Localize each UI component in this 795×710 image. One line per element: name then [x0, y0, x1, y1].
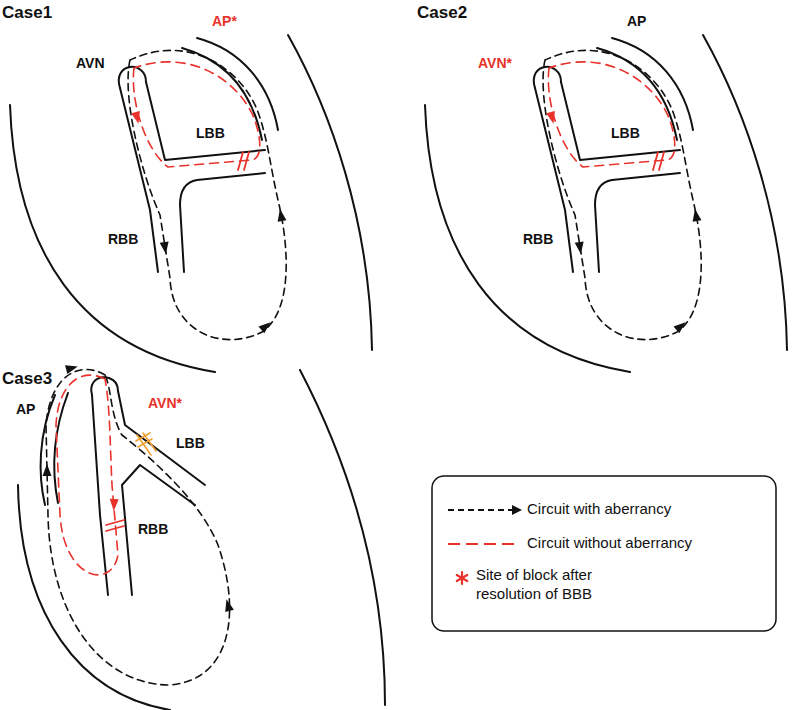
structure-label: AP — [627, 14, 646, 29]
legend-sample — [448, 543, 520, 545]
structure-label: RBB — [108, 232, 138, 247]
arrowhead — [160, 241, 171, 254]
av-node-cap — [119, 67, 146, 88]
arrowhead — [109, 499, 118, 511]
arrowhead — [276, 208, 287, 221]
legend-text: Circuit without aberrancy — [527, 534, 767, 553]
conduction-tube — [122, 465, 195, 595]
legend-text: Site of block after resolution of BBB — [476, 566, 646, 604]
panel-title: Case3 — [2, 370, 52, 389]
legend-sample — [457, 572, 467, 584]
conduction-tube — [118, 391, 205, 485]
structure-label: LBB — [611, 126, 640, 141]
conduction-tube — [180, 173, 265, 272]
panel-title: Case2 — [417, 4, 467, 23]
arrowhead — [222, 598, 234, 612]
case-panel — [18, 362, 385, 710]
case-panel — [10, 35, 372, 372]
legend-text: Circuit with aberrancy — [527, 500, 767, 519]
panel-title: Case1 — [2, 4, 52, 23]
legend-box — [432, 476, 776, 631]
circuit-with-aberrancy — [128, 50, 286, 339]
arrowhead — [131, 111, 143, 125]
legend-sample — [448, 509, 512, 511]
structure-label: RBB — [138, 522, 168, 537]
structure-label: LBB — [176, 436, 205, 451]
circuit-without-aberrancy — [133, 62, 259, 167]
heart-wall — [300, 370, 385, 705]
structure-label: AVN — [76, 56, 105, 71]
structure-label: LBB — [196, 126, 225, 141]
structure-label: AP* — [212, 14, 237, 29]
structure-label: AP — [16, 402, 35, 417]
structure-label: RBB — [523, 232, 553, 247]
arrowhead — [259, 319, 274, 334]
arrowhead — [43, 464, 52, 476]
block-mark — [238, 152, 249, 170]
structure-label: AVN* — [478, 56, 512, 71]
legend-arrowhead — [512, 505, 522, 515]
conduction-tube — [92, 395, 108, 595]
arrowhead — [65, 362, 79, 374]
block-mark — [106, 520, 124, 531]
block-mark — [136, 433, 156, 455]
circuit-with-aberrancy — [46, 369, 230, 685]
conduction-tube — [146, 82, 265, 160]
heart-wall — [18, 485, 170, 710]
structure-label: AVN* — [148, 396, 182, 411]
case-panel — [425, 35, 787, 372]
accessory-pathway — [197, 38, 278, 130]
circuit-without-aberrancy — [56, 375, 118, 575]
heart-wall — [288, 35, 372, 350]
heart-wall — [10, 105, 215, 372]
